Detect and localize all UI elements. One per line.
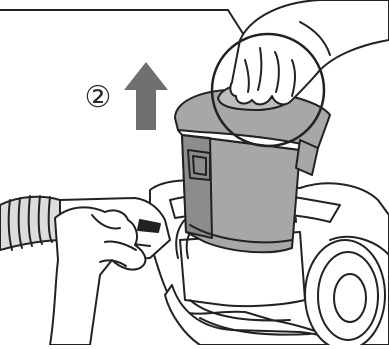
- up-arrow-icon: [124, 62, 168, 130]
- rear-wheel: [305, 240, 385, 345]
- callout-leader-line: [0, 10, 247, 40]
- step-number-label: ②: [78, 78, 118, 118]
- left-hand: [50, 207, 145, 345]
